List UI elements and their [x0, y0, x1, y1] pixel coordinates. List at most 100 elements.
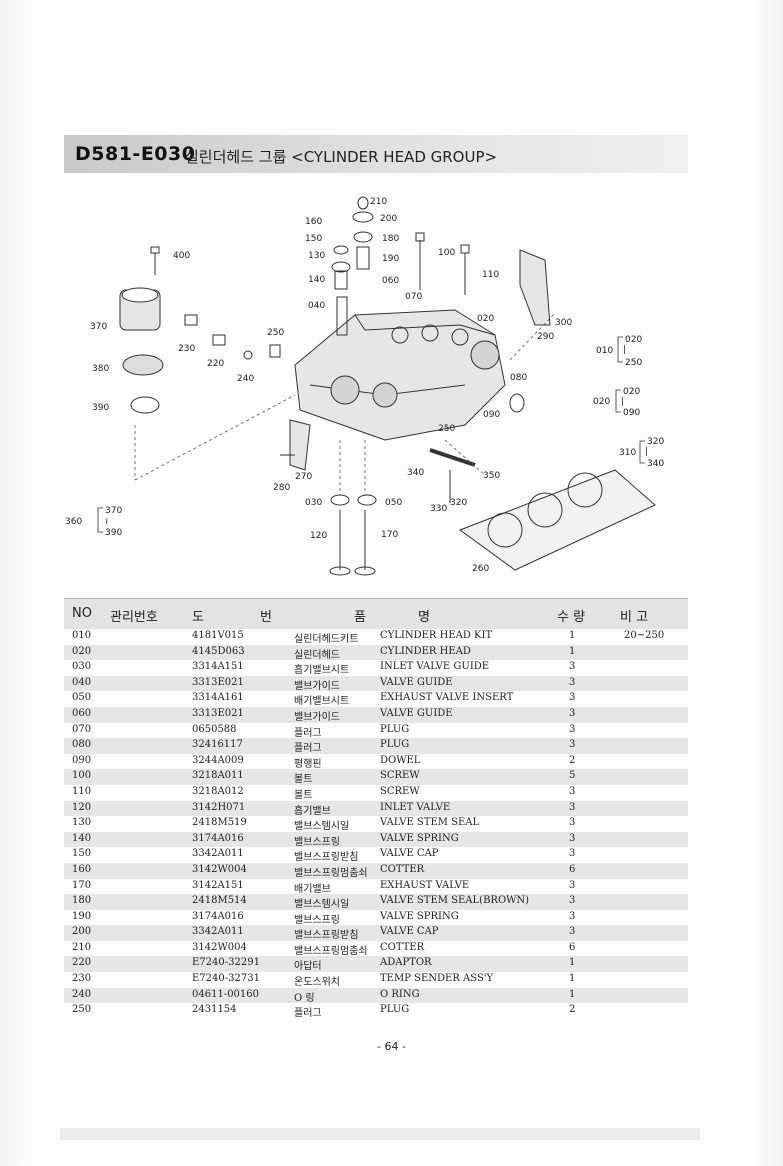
cell-part-number: 4181V015 [192, 630, 244, 641]
group-020-to: 090 [623, 408, 640, 418]
cell-quantity: 1 [569, 957, 576, 969]
cell-korean-name: 밸브스템시일 [294, 821, 350, 833]
cell-korean-name: 실린더헤드 [294, 649, 340, 661]
cell-quantity: 3 [569, 739, 576, 751]
callout-180: 180 [382, 234, 399, 244]
callout-090: 090 [483, 410, 500, 420]
cell-no: 120 [72, 801, 92, 813]
cell-no: 010 [72, 630, 92, 641]
cell-no: 150 [72, 848, 92, 860]
cell-quantity: 3 [569, 895, 576, 907]
cell-english-name: SCREW [380, 785, 420, 797]
cell-no: 170 [72, 879, 92, 891]
cell-quantity: 1 [569, 973, 576, 985]
cell-english-name: CYLINDER HEAD [380, 645, 471, 657]
cell-korean-name: 온도스위치 [294, 977, 340, 989]
cell-korean-name: 밸브스프링 [294, 914, 340, 926]
callout-120: 120 [310, 531, 327, 541]
cell-part-number: 3218A011 [192, 770, 244, 782]
group-360-id: 360 [65, 517, 82, 527]
cell-korean-name: 밸브가이드 [294, 680, 340, 692]
cell-part-number: 3313E021 [192, 707, 244, 719]
cell-no: 140 [72, 832, 92, 844]
callout-040: 040 [308, 301, 325, 311]
page-number: - 64 - [377, 1040, 406, 1053]
cell-part-number: 3342A011 [192, 848, 244, 860]
cell-korean-name: O 링 [294, 992, 315, 1004]
cell-korean-name: 흡기밸브 [294, 805, 331, 817]
header-remark: 비 고 [620, 610, 649, 625]
cell-quantity: 3 [569, 848, 576, 860]
header-no: NO [72, 606, 92, 621]
callout-030: 030 [305, 498, 322, 508]
cell-english-name: EXHAUST VALVE INSERT [380, 692, 514, 704]
cell-korean-name: 플러그 [294, 727, 322, 739]
cell-no: 020 [72, 645, 92, 657]
group-360-from: 370 [105, 506, 122, 516]
cell-no: 220 [72, 957, 92, 969]
callout-190: 190 [382, 254, 399, 264]
cell-part-number: 3313E021 [192, 676, 244, 688]
cell-quantity: 3 [569, 723, 576, 735]
cell-no: 060 [72, 707, 92, 719]
cell-korean-name: 볼트 [294, 774, 313, 786]
cell-part-number: 3174A016 [192, 832, 244, 844]
cell-part-number: 2418M519 [192, 817, 247, 829]
group-010-to: 250 [625, 358, 642, 368]
cell-english-name: SCREW [380, 770, 420, 782]
cell-no: 030 [72, 661, 92, 673]
header-name-1: 품 [354, 610, 366, 625]
cell-korean-name: 밸브스프링 [294, 836, 340, 848]
callout-100: 100 [438, 248, 455, 258]
cell-no: 210 [72, 941, 92, 953]
group-020-id: 020 [593, 397, 610, 407]
cell-korean-name: 흡기밸브시트 [294, 665, 350, 677]
callout-210: 210 [370, 197, 387, 207]
cell-english-name: VALVE CAP [380, 926, 439, 938]
cell-english-name: INLET VALVE [380, 801, 451, 813]
cell-quantity: 1 [569, 645, 576, 657]
cell-no: 110 [72, 785, 92, 797]
callout-150: 150 [305, 234, 322, 244]
header-drawing-1: 도 [192, 610, 204, 625]
cell-korean-name: 아답터 [294, 961, 322, 973]
cell-quantity: 3 [569, 692, 576, 704]
group-360-sep: ≀ [105, 517, 108, 527]
callout-070: 070 [405, 292, 422, 302]
cell-korean-name: 밸브스템시일 [294, 899, 350, 911]
cell-english-name: CYLINDER HEAD KIT [380, 630, 493, 641]
cell-quantity: 3 [569, 801, 576, 813]
callout-300: 300 [555, 318, 572, 328]
cell-no: 040 [72, 676, 92, 688]
cell-korean-name: 평행핀 [294, 758, 322, 770]
cell-no: 200 [72, 926, 92, 938]
cell-part-number: E7240-32731 [192, 973, 260, 985]
callout-260: 260 [472, 564, 489, 574]
group-310-to: 340 [647, 459, 664, 469]
callout-350: 350 [483, 471, 500, 481]
cell-no: 050 [72, 692, 92, 704]
cell-no: 070 [72, 723, 92, 735]
cell-korean-name: 배기밸브시트 [294, 696, 350, 708]
header-mgmt: 관리번호 [110, 610, 158, 625]
cell-quantity: 3 [569, 676, 576, 688]
cell-quantity: 3 [569, 817, 576, 829]
callout-160: 160 [305, 217, 322, 227]
group-020-sep: | [621, 397, 624, 407]
cell-no: 240 [72, 988, 92, 1000]
callout-240: 240 [237, 374, 254, 384]
cell-english-name: VALVE SPRING [380, 832, 459, 844]
group-310-id: 310 [619, 448, 636, 458]
cell-korean-name: 밸브스프링받침 [294, 930, 359, 942]
group-010-sep: | [623, 345, 626, 355]
callout-370: 370 [90, 322, 107, 332]
cell-no: 160 [72, 863, 92, 875]
